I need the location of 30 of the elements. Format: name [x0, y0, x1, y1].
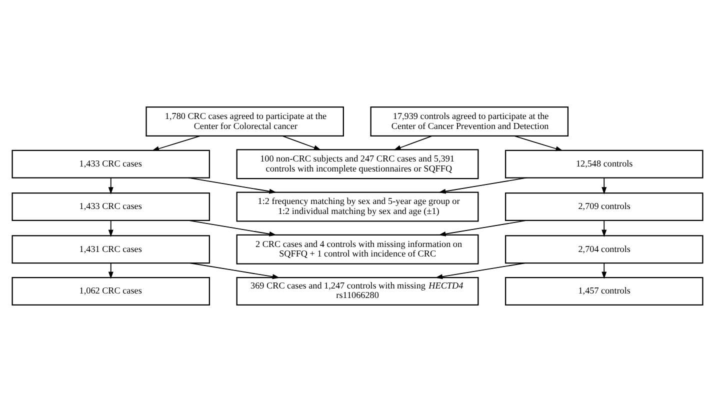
- node-box: 2,704 controls: [504, 234, 704, 264]
- arrow: [514, 135, 563, 151]
- arrow: [438, 220, 527, 236]
- arrow: [394, 135, 432, 150]
- node-box: 1,780 CRC cases agreed to participate at the Center for Colorectal cancer: [146, 106, 344, 136]
- node-box: 100 non-CRC subjects and 247 CRC cases and 5,391 controls with incomplete questionnaires or SQFFQ: [236, 148, 479, 179]
- arrow: [435, 262, 526, 279]
- arrow: [602, 176, 607, 194]
- arrow: [108, 262, 114, 278]
- node-box: 369 CRC cases and 1,247 controls with missing HECTD4 rs11066280: [236, 276, 479, 306]
- arrow: [152, 135, 200, 151]
- node-box: 1,431 CRC cases: [12, 234, 210, 264]
- node-box: 1:2 frequency matching by sex and 5-year age group or 1:2 individual matching by sex and age (±1): [236, 191, 479, 222]
- node-box: 1,433 CRC cases: [12, 192, 210, 221]
- arrow: [282, 135, 322, 150]
- arrow: [108, 176, 114, 194]
- arrow: [188, 176, 276, 194]
- arrow: [438, 176, 527, 194]
- node-box: 1,062 CRC cases: [12, 276, 210, 306]
- arrow: [602, 262, 607, 278]
- arrow: [108, 220, 114, 236]
- node-box: 1,433 CRC cases: [12, 149, 210, 178]
- arrow: [602, 220, 607, 236]
- node-box: 1,457 controls: [504, 276, 704, 306]
- arrow: [188, 220, 276, 236]
- node-box: 2 CRC cases and 4 controls with missing information on SQFFQ + 1 control with incidence of CRC: [236, 234, 479, 264]
- arrow: [190, 262, 280, 279]
- node-box: 2,709 controls: [504, 192, 704, 221]
- node-box: 17,939 controls agreed to participate at the Center of Cancer Prevention and Detection: [370, 106, 569, 136]
- node-box: 12,548 controls: [504, 149, 704, 178]
